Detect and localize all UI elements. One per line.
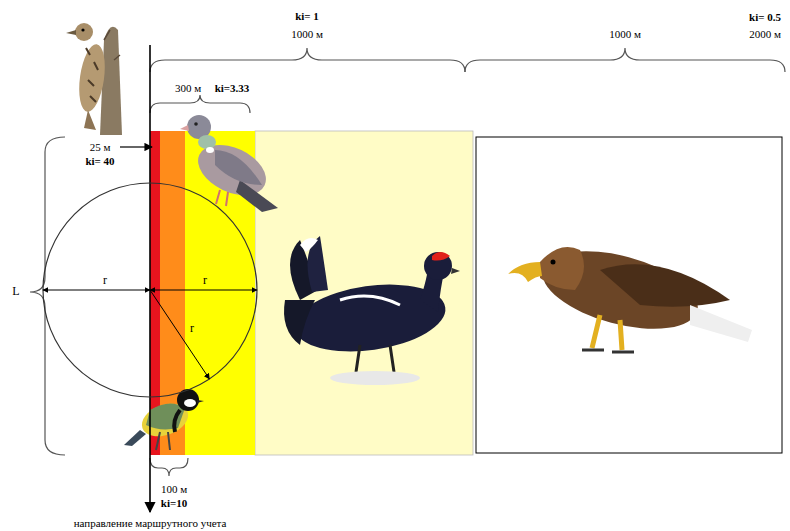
dimension-label: 2000 м	[749, 28, 781, 40]
radius-line	[150, 290, 209, 379]
dimension-label: ki= 1	[295, 10, 319, 22]
dimension-label: 1000 м	[609, 28, 641, 40]
band-2000	[476, 137, 782, 453]
radius-label: r	[203, 274, 207, 286]
radius-line	[43, 290, 150, 291]
radius-label: r	[190, 322, 194, 334]
pointer-arrow	[120, 146, 152, 147]
route-axis	[149, 45, 151, 512]
dimension-label: ki=3.33	[215, 82, 250, 94]
circle-outline	[43, 183, 257, 397]
dimension-label: ki= 40	[85, 155, 114, 167]
dimension-label: L	[12, 285, 19, 298]
brace	[150, 458, 188, 476]
eagle	[508, 236, 752, 352]
wryneck-bird	[66, 23, 122, 135]
dimension-label: ki=10	[161, 497, 187, 509]
brace	[150, 48, 465, 72]
radius-line	[150, 290, 257, 291]
great-tit	[124, 389, 204, 450]
detection-circle: r r r	[42, 182, 258, 398]
brace	[150, 95, 250, 113]
black-grouse	[284, 236, 460, 385]
circle-outline	[42, 182, 258, 398]
dimension-label: 300 м	[175, 82, 201, 94]
band-1000	[255, 131, 473, 455]
dimension-label: 100 м	[161, 483, 187, 495]
dimension-label: направление маршрутного учета	[74, 517, 227, 529]
brace	[30, 137, 65, 455]
wood-pigeon	[180, 115, 278, 212]
brace	[465, 48, 785, 72]
radius-label: r	[103, 274, 107, 286]
dimension-label: ki= 0.5	[749, 11, 781, 23]
dimension-label: 1000 м	[291, 28, 323, 40]
dimension-label: 25 м	[90, 141, 111, 153]
